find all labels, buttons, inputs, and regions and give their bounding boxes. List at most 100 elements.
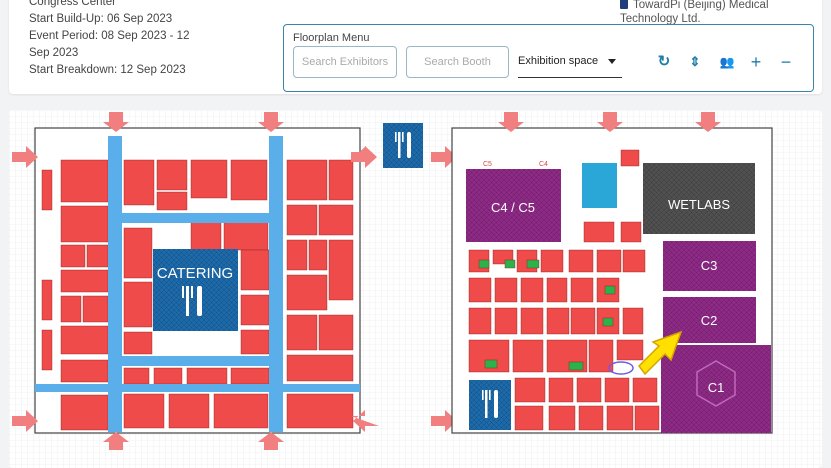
booth[interactable] (583, 221, 615, 243)
booth[interactable] (622, 307, 644, 335)
booth[interactable] (186, 367, 228, 385)
booth[interactable] (606, 405, 634, 431)
c5-label: C5 (483, 161, 492, 168)
booth[interactable] (546, 307, 570, 335)
booth[interactable] (616, 339, 644, 361)
floorplan-canvas[interactable]: CATERING (9, 110, 822, 468)
booth[interactable] (596, 249, 622, 273)
booth[interactable] (123, 227, 153, 279)
booth[interactable] (570, 307, 596, 335)
zoom-out-icon[interactable]: − (780, 52, 792, 72)
booth[interactable] (156, 159, 188, 191)
booth[interactable] (620, 221, 642, 243)
booth[interactable] (123, 159, 155, 206)
booth[interactable] (286, 354, 354, 382)
exhibitor-name-line1: TowardPi (Beijing) Medical (633, 0, 769, 11)
booth[interactable] (60, 244, 86, 268)
booth[interactable] (156, 191, 188, 211)
booth[interactable] (512, 339, 544, 373)
booth[interactable] (123, 281, 153, 328)
booth[interactable] (620, 149, 640, 167)
booth[interactable] (494, 307, 518, 335)
booth[interactable] (213, 393, 269, 429)
booth[interactable] (60, 205, 109, 243)
booth[interactable] (286, 314, 318, 351)
booth[interactable] (123, 367, 150, 385)
booth[interactable] (514, 405, 544, 431)
booth[interactable] (153, 367, 183, 385)
booth[interactable] (123, 331, 153, 355)
search-exhibitors-input[interactable]: Search Exhibitors (293, 46, 397, 78)
booth[interactable] (468, 307, 492, 335)
booth[interactable] (41, 169, 53, 211)
booth[interactable] (328, 239, 354, 301)
booth[interactable] (484, 359, 498, 369)
middle-arrows (351, 146, 457, 432)
people-icon[interactable]: 👥 (719, 55, 735, 69)
refresh-icon[interactable]: ↻ (657, 53, 671, 70)
booth[interactable] (286, 239, 308, 271)
search-booth-input[interactable]: Search Booth (406, 46, 509, 78)
booth[interactable] (478, 259, 490, 269)
aisle (35, 384, 360, 392)
booth[interactable] (286, 204, 318, 236)
booth[interactable] (604, 377, 630, 403)
booth[interactable] (634, 405, 660, 431)
booth[interactable] (622, 249, 646, 273)
booth[interactable] (123, 393, 165, 429)
booth[interactable] (86, 244, 109, 268)
booth[interactable] (240, 329, 270, 355)
booth[interactable] (318, 204, 354, 236)
booth[interactable] (578, 405, 604, 431)
booth[interactable] (494, 277, 518, 303)
booth[interactable] (60, 359, 109, 383)
booth[interactable] (526, 259, 540, 269)
booth[interactable] (520, 277, 544, 303)
booth[interactable] (60, 159, 109, 203)
booth[interactable] (576, 377, 602, 403)
booth[interactable] (240, 249, 270, 291)
booth[interactable] (41, 279, 53, 321)
booth[interactable] (546, 277, 568, 303)
booth[interactable] (468, 277, 492, 303)
booth[interactable] (230, 159, 268, 201)
booth[interactable] (568, 249, 594, 273)
exhibitor-name[interactable]: TowardPi (Beijing) Medical Technology Lt… (620, 0, 820, 26)
booth[interactable] (168, 393, 210, 429)
booth[interactable] (308, 239, 328, 271)
booth[interactable] (60, 269, 109, 293)
highlighted-booth[interactable] (608, 361, 634, 375)
booth[interactable] (60, 394, 109, 431)
booth[interactable] (230, 367, 270, 385)
floorplan-map[interactable]: CATERING (9, 110, 822, 468)
booth[interactable] (514, 377, 546, 403)
booth[interactable] (632, 377, 658, 403)
booth[interactable] (286, 159, 328, 201)
floorplan-menu-title: Floorplan Menu (293, 32, 370, 44)
booth[interactable] (604, 285, 616, 295)
booth[interactable] (60, 295, 82, 323)
booth[interactable] (286, 274, 328, 311)
booth[interactable] (60, 325, 109, 355)
aisle (108, 136, 122, 432)
booth[interactable] (520, 307, 544, 335)
booth[interactable] (240, 294, 270, 326)
hall-c1-label: C1 (708, 380, 725, 395)
wetlabs-label: WETLABS (668, 197, 730, 212)
booth[interactable] (318, 314, 354, 351)
booth[interactable] (548, 377, 574, 403)
align-icon[interactable]: ⇕ (689, 54, 701, 69)
exhibition-space-select[interactable]: Exhibition space (518, 46, 622, 78)
booth[interactable] (602, 317, 614, 327)
booth[interactable] (286, 393, 354, 429)
zoom-in-icon[interactable]: + (750, 52, 762, 72)
booth[interactable] (41, 329, 53, 371)
booth[interactable] (568, 361, 584, 371)
booth[interactable] (540, 249, 564, 273)
booth[interactable] (548, 405, 576, 431)
booth[interactable] (82, 295, 109, 323)
booth[interactable] (504, 259, 516, 269)
booth[interactable] (190, 159, 228, 199)
booth[interactable] (570, 277, 594, 303)
booth[interactable] (328, 159, 354, 201)
